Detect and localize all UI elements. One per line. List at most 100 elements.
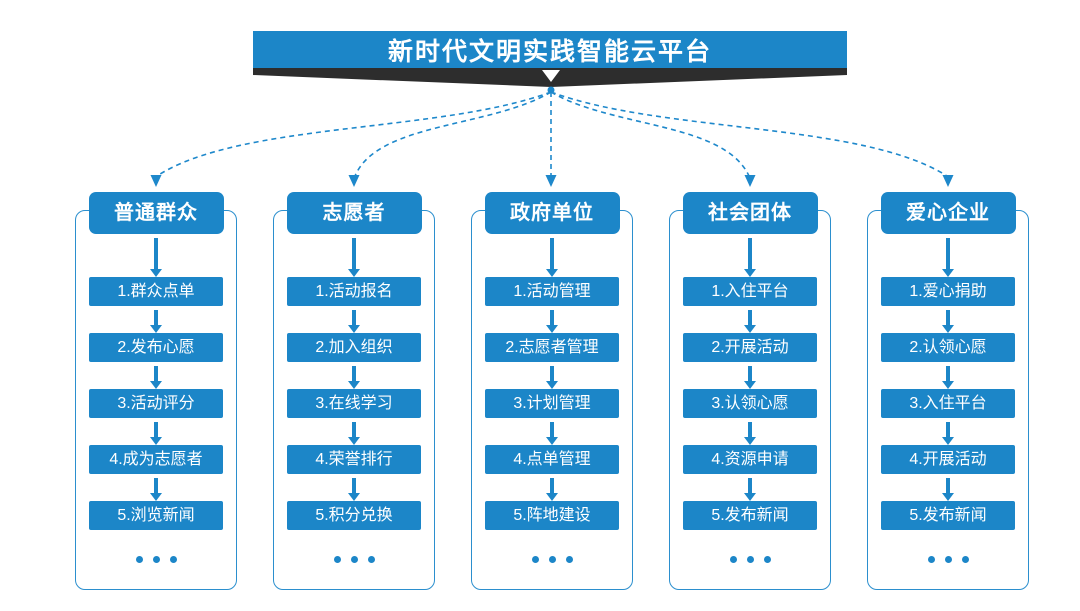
flow-step: 4.资源申请 xyxy=(683,445,817,474)
arrow-stem xyxy=(748,478,752,493)
arrow-head xyxy=(150,381,162,389)
arrow-stem xyxy=(352,422,356,437)
arrowhead-icon xyxy=(150,175,162,187)
arrow-stem xyxy=(748,366,752,381)
flow-step: 5.浏览新闻 xyxy=(89,501,223,530)
flow-step: 2.志愿者管理 xyxy=(485,333,619,362)
arrow-head xyxy=(150,493,162,501)
ellipsis-dot xyxy=(565,556,573,563)
connector-curve-2 xyxy=(354,91,552,177)
arrow-head xyxy=(150,437,162,445)
flow-step: 5.积分兑换 xyxy=(287,501,421,530)
down-arrow-icon xyxy=(471,234,633,277)
down-arrow-icon xyxy=(471,306,633,333)
arrow-stem xyxy=(154,310,158,325)
flow-step: 1.活动报名 xyxy=(287,277,421,306)
ellipsis-dot xyxy=(763,556,771,563)
column-header: 志愿者 xyxy=(286,192,422,234)
ellipsis-dot xyxy=(746,556,754,563)
arrow-head xyxy=(546,269,558,277)
arrow-stem xyxy=(946,238,950,269)
arrow-stem xyxy=(550,238,554,269)
ellipsis-dot xyxy=(169,556,177,563)
arrow-head xyxy=(546,325,558,333)
down-arrow-icon xyxy=(669,474,831,501)
arrow-head xyxy=(546,437,558,445)
banner-pointer-icon xyxy=(542,70,560,82)
down-arrow-icon xyxy=(867,362,1029,389)
title-banner: 新时代文明实践智能云平台 xyxy=(253,31,847,68)
arrow-stem xyxy=(946,422,950,437)
arrow-stem xyxy=(550,422,554,437)
ellipsis-dot xyxy=(961,556,969,563)
down-arrow-icon xyxy=(471,362,633,389)
arrowhead-icon xyxy=(348,175,360,187)
column-header: 社会团体 xyxy=(682,192,818,234)
down-arrow-icon xyxy=(273,418,435,445)
arrow-head xyxy=(942,325,954,333)
down-arrow-icon xyxy=(75,418,237,445)
flow-step: 2.加入组织 xyxy=(287,333,421,362)
arrow-stem xyxy=(352,478,356,493)
ellipsis-icon xyxy=(725,556,776,563)
ellipsis-icon xyxy=(527,556,578,563)
down-arrow-icon xyxy=(273,474,435,501)
arrow-head xyxy=(744,381,756,389)
ellipsis-icon xyxy=(131,556,182,563)
column-header: 政府单位 xyxy=(484,192,620,234)
flow-step: 4.开展活动 xyxy=(881,445,1015,474)
arrow-head xyxy=(150,325,162,333)
ellipsis-dot xyxy=(367,556,375,563)
flow-step: 3.在线学习 xyxy=(287,389,421,418)
flow-step: 1.活动管理 xyxy=(485,277,619,306)
column-stack: 志愿者 1.活动报名 2.加入组织 3.在线学习 4.荣誉排行 5.积分兑换 xyxy=(273,192,435,563)
connector-curve-4 xyxy=(550,91,750,177)
flow-step: 3.计划管理 xyxy=(485,389,619,418)
arrow-stem xyxy=(352,310,356,325)
arrow-stem xyxy=(946,478,950,493)
down-arrow-icon xyxy=(75,306,237,333)
arrow-stem xyxy=(946,366,950,381)
down-arrow-icon xyxy=(669,234,831,277)
flow-step: 3.认领心愿 xyxy=(683,389,817,418)
ellipsis-dot xyxy=(927,556,935,563)
down-arrow-icon xyxy=(75,234,237,277)
flow-step: 3.入住平台 xyxy=(881,389,1015,418)
flow-step: 4.点单管理 xyxy=(485,445,619,474)
arrow-stem xyxy=(748,422,752,437)
down-arrow-icon xyxy=(867,474,1029,501)
banner-ribbon xyxy=(253,68,847,87)
ellipsis-dot xyxy=(944,556,952,563)
ellipsis-icon xyxy=(329,556,380,563)
connector-lines xyxy=(150,86,954,187)
flow-step: 4.荣誉排行 xyxy=(287,445,421,474)
column-header: 普通群众 xyxy=(88,192,224,234)
ellipsis-dot xyxy=(548,556,556,563)
ellipsis-dot xyxy=(729,556,737,563)
down-arrow-icon xyxy=(669,362,831,389)
arrow-head xyxy=(942,493,954,501)
flow-step: 2.认领心愿 xyxy=(881,333,1015,362)
arrow-stem xyxy=(550,366,554,381)
ellipsis-icon xyxy=(923,556,974,563)
arrow-stem xyxy=(154,366,158,381)
arrow-head xyxy=(942,437,954,445)
ellipsis-dot xyxy=(333,556,341,563)
down-arrow-icon xyxy=(669,418,831,445)
flow-step: 2.开展活动 xyxy=(683,333,817,362)
ellipsis-dot xyxy=(531,556,539,563)
arrow-stem xyxy=(154,478,158,493)
arrow-head xyxy=(348,381,360,389)
arrow-head xyxy=(942,381,954,389)
arrow-head xyxy=(942,269,954,277)
arrow-stem xyxy=(154,238,158,269)
arrow-stem xyxy=(946,310,950,325)
down-arrow-icon xyxy=(273,362,435,389)
